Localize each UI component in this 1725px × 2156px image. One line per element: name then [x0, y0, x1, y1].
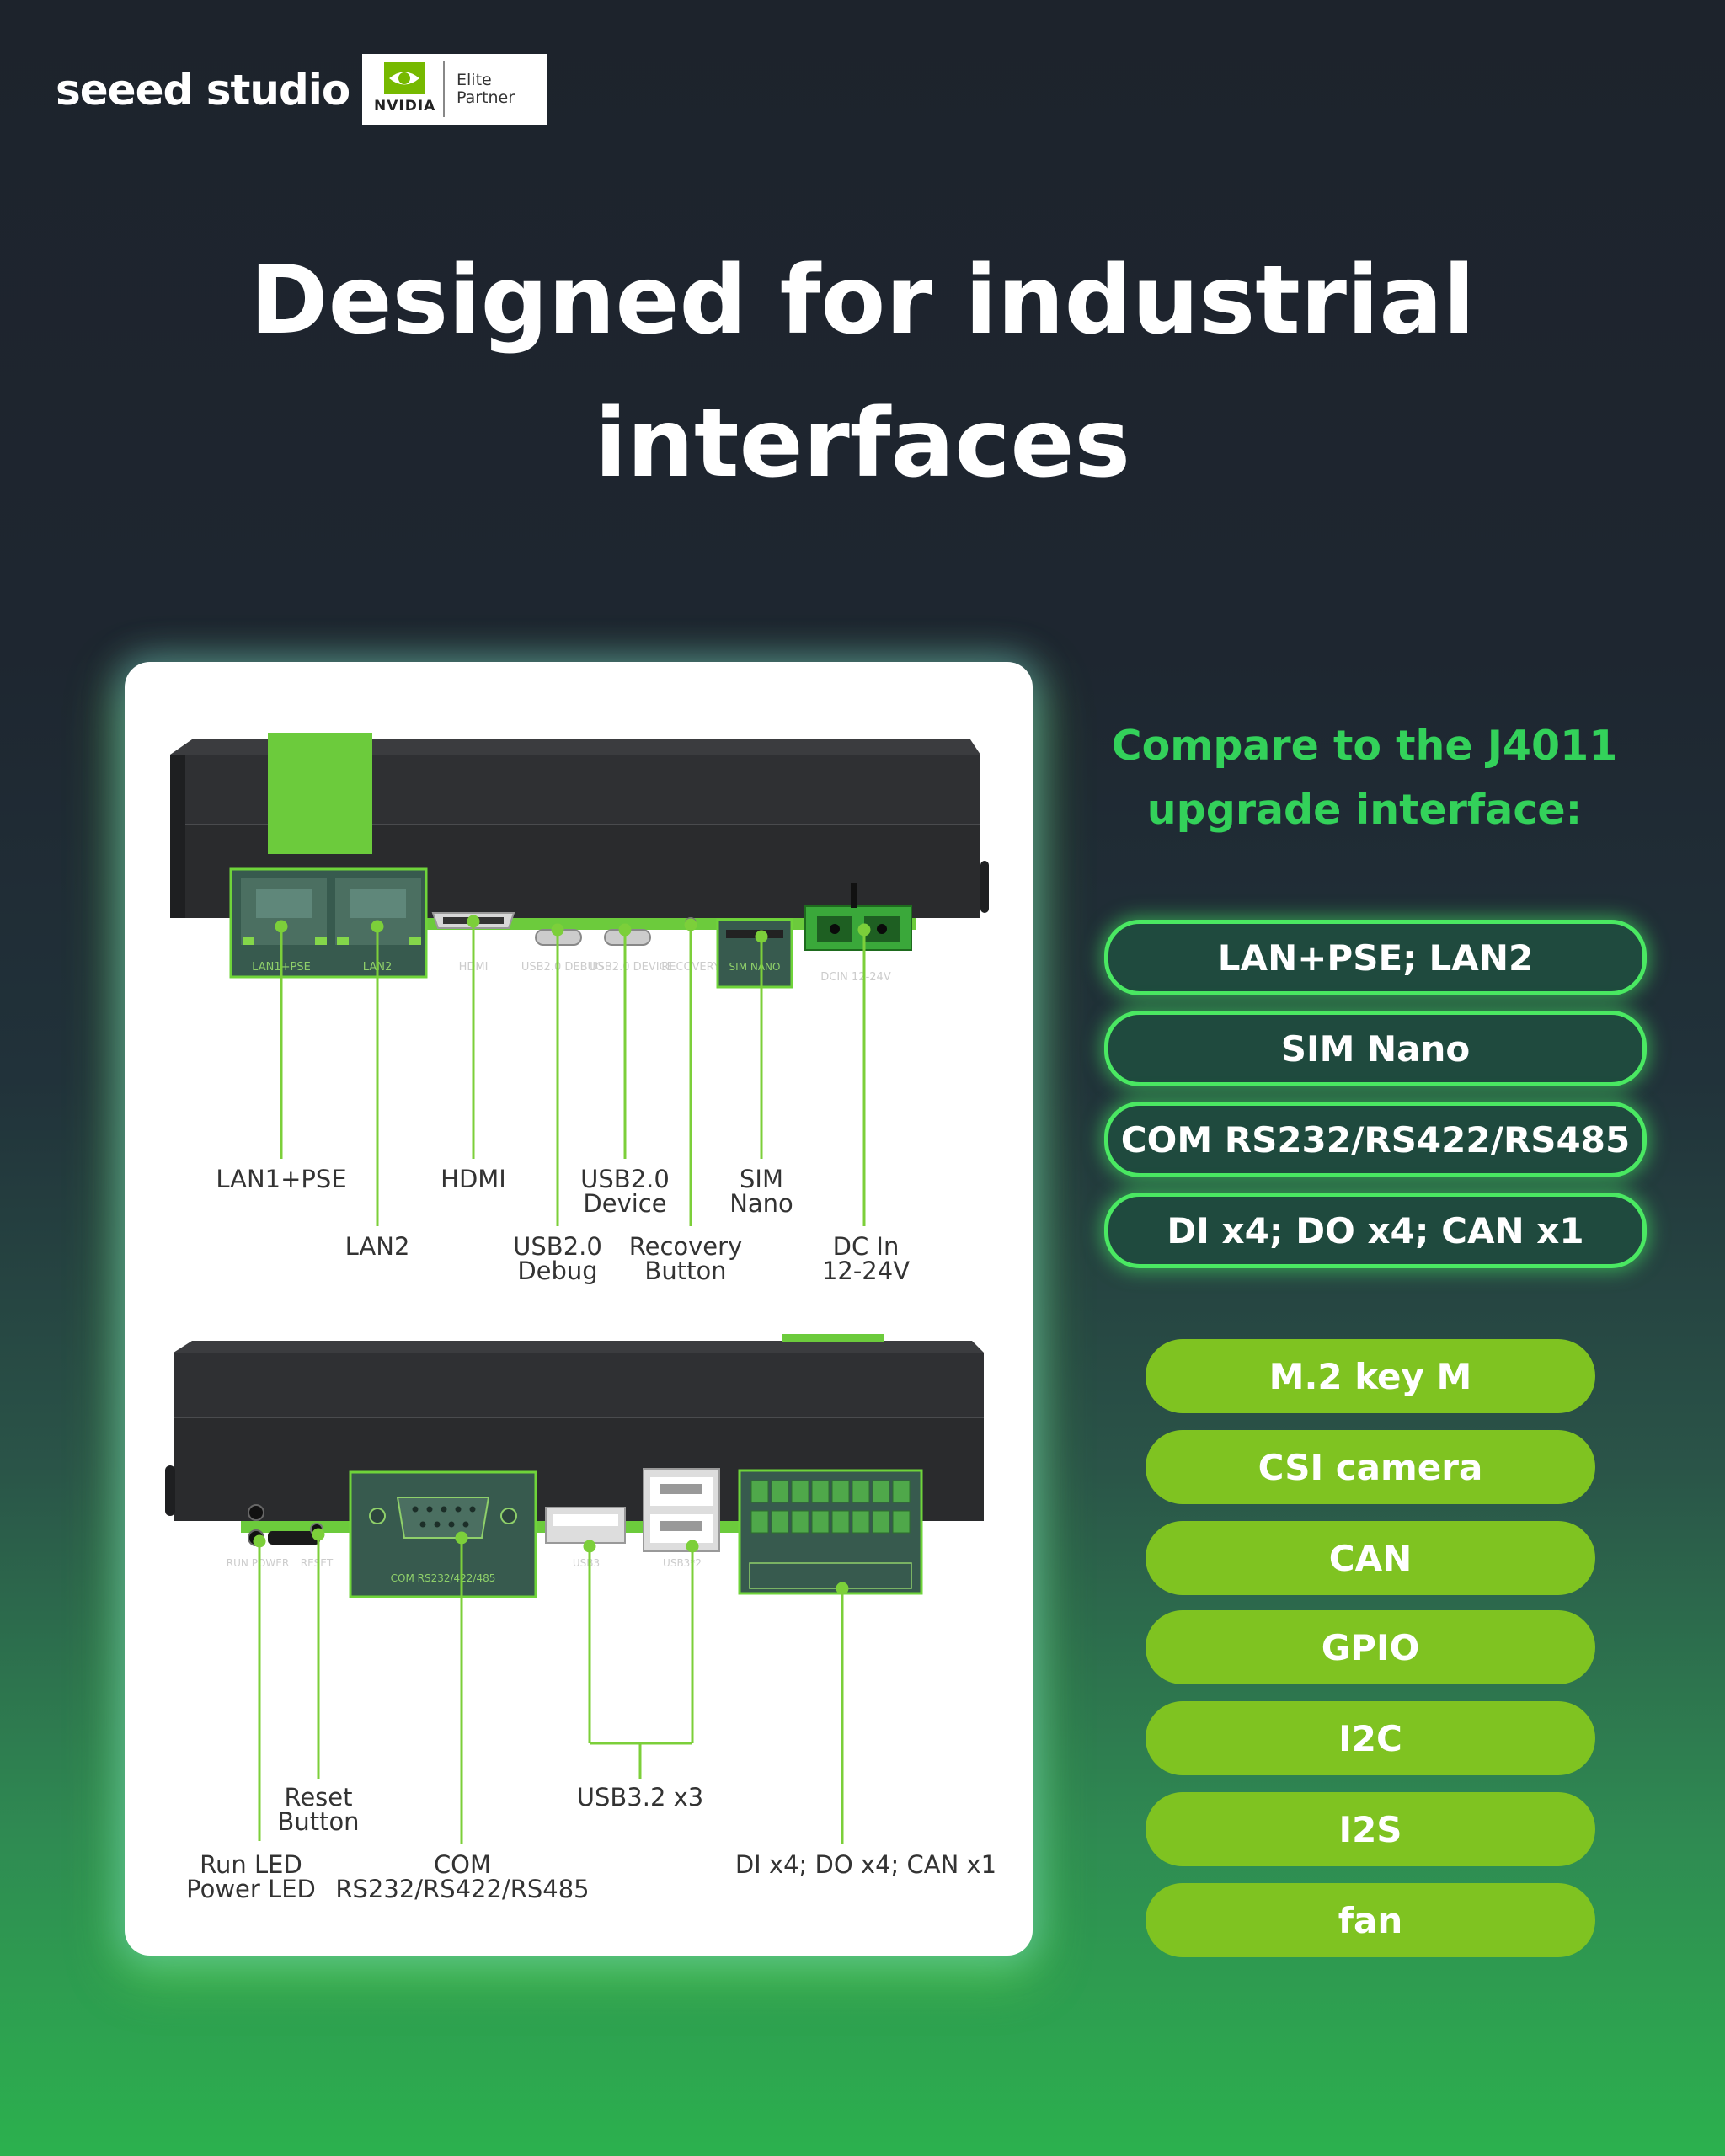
top-leader-lines: [275, 915, 871, 1226]
callout-lan1-pse: LAN1+PSE: [216, 1165, 347, 1193]
callout-usb-debug: USB2.0 Debug: [513, 1232, 602, 1285]
nvidia-elite-partner-badge: NVIDIA Elite Partner: [362, 54, 547, 125]
print-usb-debug: USB2.0 DEBUG: [521, 961, 604, 974]
feature-pill-i2s: I2S: [1146, 1792, 1595, 1866]
bottom-device-lid: [174, 1353, 984, 1418]
callout-lan2: LAN2: [344, 1232, 410, 1261]
feature-pill-csi: CSI camera: [1146, 1430, 1595, 1504]
partner-line-1: Elite: [457, 71, 492, 89]
bottom-device: RUN POWER RESET COM RS232/422/485 USB3 U…: [165, 1334, 984, 1598]
print-sim: SIM NANO: [729, 961, 781, 973]
badge-divider: [443, 61, 445, 117]
callout-com: COM RS232/RS422/RS485: [335, 1850, 590, 1903]
callout-reset-button: Reset Button: [277, 1783, 360, 1836]
nvidia-wordmark: NVIDIA: [374, 98, 436, 115]
seeed-studio-logo: seeed studio: [56, 66, 350, 115]
feature-pill-i2c: I2C: [1146, 1701, 1595, 1775]
bottom-leader-lines: [253, 1528, 849, 1844]
feature-pill-gpio: GPIO: [1146, 1610, 1595, 1684]
feature-pill-can: CAN: [1146, 1521, 1595, 1595]
callout-dc-in: DC In 12-24V: [821, 1232, 911, 1285]
upgrade-pill-sim: SIM Nano: [1104, 1011, 1647, 1086]
top-green-tab: [268, 733, 372, 854]
run-led: [248, 1504, 264, 1521]
feature-pill-fan: fan: [1146, 1883, 1595, 1957]
upgrade-pill-dio: DI x4; DO x4; CAN x1: [1104, 1193, 1647, 1268]
partner-tier: Elite Partner: [445, 72, 515, 107]
upgrade-pill-lan: LAN+PSE; LAN2: [1104, 920, 1647, 995]
callout-usb-device: USB2.0 Device: [580, 1165, 670, 1218]
print-reset: RESET: [301, 1557, 334, 1569]
compare-heading: Compare to the J4011 upgrade interface:: [1111, 722, 1618, 834]
callout-run-power-led: Run LED Power LED: [186, 1850, 316, 1903]
callout-recovery-button: Recovery Button: [628, 1232, 743, 1285]
print-dcin: DCIN 12-24V: [820, 971, 891, 984]
print-usb-device: USB2.0 DEVICE: [590, 961, 674, 974]
page-title: Designed for industrial interfaces: [0, 229, 1725, 515]
print-usb3x2: USB3*2: [663, 1557, 702, 1569]
title-line-1: Designed for industrial: [249, 246, 1476, 355]
print-usb3: USB3: [573, 1557, 600, 1569]
print-run-power: RUN POWER: [227, 1557, 289, 1569]
callout-usb32: USB3.2 x3: [576, 1783, 704, 1812]
feature-pill-m2: M.2 key M: [1146, 1339, 1595, 1413]
nvidia-eye-icon: NVIDIA: [362, 54, 443, 125]
callout-hdmi: HDMI: [441, 1165, 506, 1193]
top-device: LAN1+PSE LAN2 HDMI USB2.0 DEBUG USB2.0 D…: [170, 733, 989, 989]
partner-line-2: Partner: [457, 88, 515, 107]
device-illustrations: LAN1+PSE LAN2 HDMI USB2.0 DEBUG USB2.0 D…: [165, 733, 989, 1844]
dio-terminal-highlight: [738, 1469, 923, 1595]
callout-dio-can: DI x4; DO x4; CAN x1: [734, 1850, 997, 1879]
title-line-2: interfaces: [594, 389, 1131, 499]
callout-sim-nano: SIM Nano: [729, 1165, 793, 1218]
device-interface-card: LAN1+PSE LAN2 HDMI USB2.0 DEBUG USB2.0 D…: [125, 662, 1033, 1956]
print-com: COM RS232/422/485: [391, 1572, 496, 1584]
upgrade-pill-com: COM RS232/RS422/RS485: [1104, 1102, 1647, 1177]
